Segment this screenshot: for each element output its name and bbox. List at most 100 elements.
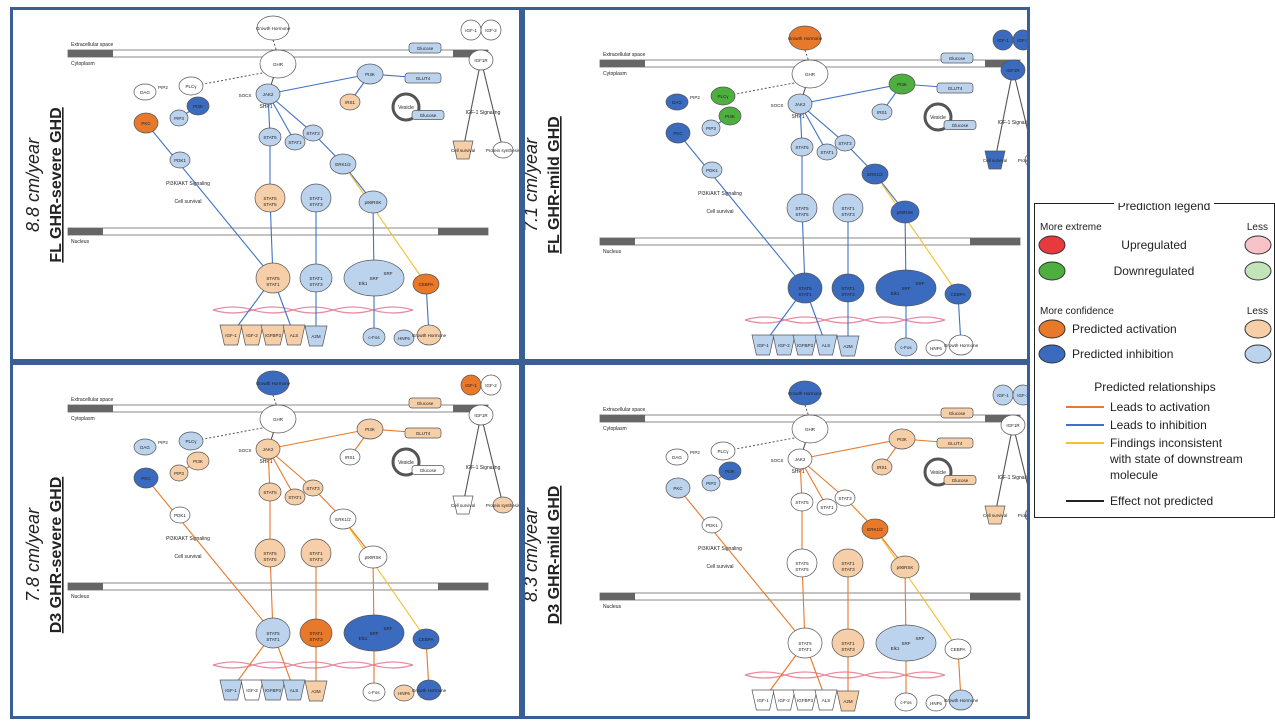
- node-stat55: [786, 193, 818, 223]
- node-stat13n: [299, 618, 333, 648]
- node-dag: [665, 448, 689, 466]
- node-label-gene_igf1: IGF-1: [757, 698, 769, 703]
- inhibition-weak-swatch: [1244, 344, 1272, 364]
- node-label-glut_mid: GLUT4: [948, 86, 963, 91]
- node-gene_als: [282, 324, 306, 346]
- node-label-jak2: JAK2: [263, 92, 274, 97]
- node-label-stat3: STAT3: [306, 131, 320, 136]
- node-label-glut_top: Glucose: [949, 56, 966, 61]
- node-label-glut_mid: GLUT4: [948, 441, 963, 446]
- node-label-gene_a2m: A2M: [311, 689, 321, 694]
- edge-igf1r-cell_surv: [462, 59, 482, 151]
- node-stat3: [834, 134, 856, 152]
- edge-ghr-plc: [192, 424, 279, 442]
- node-p90: [890, 555, 920, 579]
- node-ghr: [791, 414, 829, 444]
- cytoplasm-label: Cytoplasm: [71, 61, 95, 67]
- node-label-gene_hnf6: HNF6: [398, 336, 410, 341]
- node-stat51n: [787, 627, 823, 659]
- node-label-dag: DAG: [140, 445, 150, 450]
- node-label-stat3: STAT3: [306, 486, 320, 491]
- node-stat5: [790, 137, 814, 157]
- node-label-srf2: SRF: [916, 636, 925, 641]
- node-label-pi3k_r: PI3K: [365, 427, 375, 432]
- node-label-pip2: PIP2: [158, 440, 168, 445]
- node-label-igf1r: IGF1R: [1006, 68, 1020, 73]
- node-label-gene_als: ALS: [290, 333, 299, 338]
- node-plc: [178, 76, 204, 96]
- node-label-pkc: PKC: [141, 476, 151, 481]
- node-stat55: [786, 548, 818, 578]
- node-igf2: [1012, 384, 1027, 406]
- node-label-plc: PLCγ: [717, 449, 729, 454]
- node-label-erk: ERK1/2: [867, 172, 883, 177]
- nucleus-cap-left: [68, 583, 103, 590]
- shp1-label: SHP1: [259, 104, 272, 110]
- node-label-stat3: STAT3: [838, 141, 852, 146]
- node-label-cell_surv: Cell survival: [451, 503, 475, 508]
- node-gene_als: [814, 689, 838, 711]
- node-label-stat55b: STAT5: [795, 567, 809, 572]
- edge-igf1r-cell_surv: [994, 69, 1014, 161]
- node-label-ghr: GHR: [805, 72, 816, 77]
- edge-erk-cebpa: [874, 173, 959, 295]
- vesicle-label: Vesicle: [930, 115, 946, 121]
- node-label-glut_top: Glucose: [417, 401, 434, 406]
- node-stat3: [302, 124, 324, 142]
- node-plc: [178, 431, 204, 451]
- node-label-stat55: STAT5: [263, 196, 277, 201]
- node-label-igf1: IGF-1: [465, 383, 477, 388]
- node-label-stat51b: STAT1: [266, 282, 280, 287]
- edge-pkc-stat51n: [677, 132, 806, 289]
- legend-relationships-title: Predicted relationships: [1094, 380, 1215, 394]
- node-label-prot_syn: Protein synthesis: [486, 503, 519, 508]
- node-label-stat55b: STAT5: [263, 202, 277, 207]
- edge-igf1r-prot_syn: [1012, 424, 1027, 485]
- node-label-plc: PLCγ: [717, 94, 729, 99]
- node-gene_cfos: [894, 337, 918, 357]
- node-label-srf: SRF: [902, 286, 911, 291]
- cytoplasm-label: Cytoplasm: [603, 71, 627, 77]
- node-label-gene_hnf6: HNF6: [930, 346, 942, 351]
- edge-igf1r-prot_syn: [480, 414, 504, 506]
- node-stat5: [258, 482, 282, 502]
- nucleus-label: Nucleus: [603, 604, 622, 610]
- node-label-stat51b: STAT1: [266, 637, 280, 642]
- node-igf1r: [1000, 59, 1026, 81]
- edge-ghr-plc: [192, 69, 279, 87]
- node-label-prot_syn: Protein synthesis: [1018, 158, 1027, 163]
- node-srf: [343, 614, 405, 652]
- node-label-stat5: STAT5: [795, 500, 809, 505]
- node-label-cell_surv: Cell survival: [983, 158, 1007, 163]
- node-label-plc: PLCγ: [185, 439, 197, 444]
- node-label-glut_bot: Glucose: [952, 123, 969, 128]
- node-gene_igf2: [240, 679, 264, 701]
- node-label-pkc: PKC: [673, 131, 683, 136]
- node-pip3: [169, 109, 189, 127]
- node-dag: [133, 83, 157, 101]
- node-label-erk: ERK1/2: [335, 517, 351, 522]
- node-gene_gh: [948, 334, 974, 356]
- node-stat55: [254, 538, 286, 568]
- membrane-cap-left: [600, 415, 645, 422]
- node-stat55: [254, 183, 286, 213]
- node-label-prot_syn: Protein synthesis: [1018, 513, 1027, 518]
- node-prot_syn: [1024, 509, 1027, 521]
- node-gene_hnf6: [393, 684, 415, 702]
- node-label-pi3k_l: PI3K: [193, 104, 203, 109]
- vesicle-ring: [923, 102, 953, 132]
- node-label-gene_igfbp3: IGFBP3: [797, 343, 814, 348]
- node-prot_syn: [1024, 154, 1027, 166]
- node-glut_bot: [943, 120, 977, 130]
- node-gene_gh: [416, 324, 442, 346]
- vesicle-ring: [391, 92, 421, 122]
- node-label-pip2: PIP2: [690, 450, 700, 455]
- node-pip3: [701, 119, 721, 137]
- node-label-stat13n-b: STAT3: [309, 637, 323, 642]
- node-pkc: [133, 467, 159, 489]
- nuclear-membrane: [67, 582, 489, 591]
- node-gene_hnf6: [925, 339, 947, 357]
- shp1-label: SHP1: [791, 469, 804, 475]
- node-glut_bot: [411, 465, 445, 475]
- extracellular-label: Extracellular space: [603, 52, 645, 58]
